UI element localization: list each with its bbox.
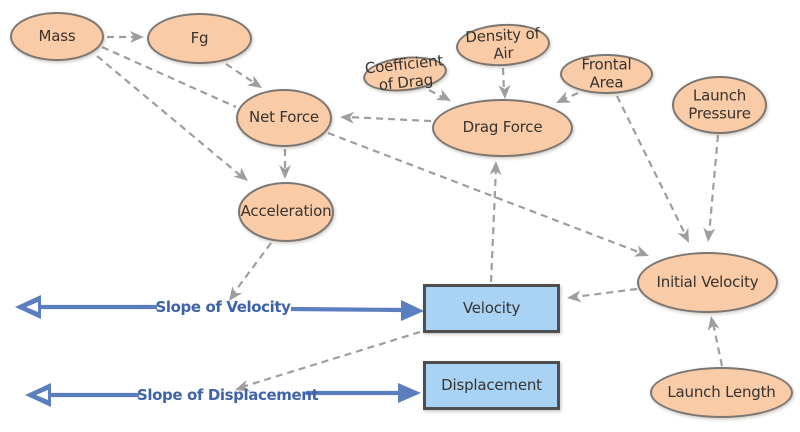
node-label: Acceleration xyxy=(240,202,332,221)
edge-drag-force-net-force[interactable] xyxy=(340,111,432,124)
arrowhead-icon xyxy=(703,227,716,242)
node-label: Mass xyxy=(38,26,76,45)
arrowhead-icon xyxy=(498,84,511,99)
node-displacement[interactable]: Displacement xyxy=(423,361,560,410)
arrowhead-icon xyxy=(567,290,582,303)
arrowhead-icon xyxy=(435,89,451,101)
edge-frontal-area-drag-force[interactable] xyxy=(553,91,579,109)
edge-net-force-initial-velocity[interactable] xyxy=(327,131,651,262)
node-label: Initial Velocity xyxy=(656,272,759,291)
node-label: Displacement xyxy=(441,375,542,394)
edge-mass-fg[interactable] xyxy=(107,31,144,43)
node-net-force[interactable]: Net Force xyxy=(236,89,332,147)
arrowhead-icon xyxy=(279,165,291,179)
edge-mass-net-force[interactable] xyxy=(101,45,237,109)
arrowhead-icon xyxy=(246,75,262,88)
node-frontal-area[interactable]: Frontal Area xyxy=(560,54,653,94)
edge-coefficient-of-drag-drag-force[interactable] xyxy=(428,89,454,106)
arrowhead-icon xyxy=(489,161,502,176)
node-fg[interactable]: Fg xyxy=(147,13,252,64)
arrowhead-icon xyxy=(677,227,689,243)
edge-launch-length-initial-velocity[interactable] xyxy=(705,315,724,367)
node-label: Launch Pressure xyxy=(688,86,751,122)
node-velocity[interactable]: Velocity xyxy=(423,284,560,333)
node-label: Drag Force xyxy=(462,118,543,137)
edge-mass-acceleration[interactable] xyxy=(96,55,252,186)
edge-density-of-air-drag-force[interactable] xyxy=(498,67,511,99)
node-mass[interactable]: Mass xyxy=(10,12,104,61)
edge-initial-velocity-velocity[interactable] xyxy=(566,287,638,304)
edge-velocity-drag-force[interactable] xyxy=(489,161,502,283)
node-label: Frontal Area xyxy=(581,55,632,91)
edge-launch-pressure-initial-velocity[interactable] xyxy=(702,134,720,243)
edge-fg-net-force[interactable] xyxy=(225,63,265,93)
arrow-slope-of-velocity-left[interactable] xyxy=(15,295,157,319)
node-launch-length[interactable]: Launch Length xyxy=(650,367,793,418)
arrowhead-notch-icon xyxy=(26,302,38,312)
edge-velocity-slope-of-displacement[interactable] xyxy=(233,330,421,396)
arrowhead-icon xyxy=(229,286,243,301)
node-label: Launch Length xyxy=(667,382,776,401)
arrowhead-icon xyxy=(633,245,649,257)
arrowhead-icon xyxy=(401,300,424,321)
edge-frontal-area-initial-velocity[interactable] xyxy=(616,95,694,246)
node-label: Net Force xyxy=(249,108,319,127)
arrowhead-notch-icon xyxy=(36,390,48,400)
arrow-slope-of-displacement-to-displacement[interactable] xyxy=(306,383,421,403)
arrow-slope-of-displacement-left[interactable] xyxy=(25,383,139,407)
node-initial-velocity[interactable]: Initial Velocity xyxy=(637,252,778,313)
arrowhead-icon xyxy=(233,167,248,181)
node-launch-pressure[interactable]: Launch Pressure xyxy=(672,76,767,134)
edge-net-force-acceleration[interactable] xyxy=(279,149,291,179)
node-label: Density of Air xyxy=(464,24,541,63)
node-acceleration[interactable]: Acceleration xyxy=(238,182,334,242)
arrowhead-icon xyxy=(340,111,355,124)
arrowhead-icon xyxy=(707,316,720,331)
arrowhead-icon xyxy=(130,31,144,43)
node-label: Velocity xyxy=(462,298,521,317)
node-label: Fg xyxy=(190,28,209,47)
node-drag-force[interactable]: Drag Force xyxy=(432,99,573,157)
arrowhead-icon xyxy=(398,383,421,403)
arrow-slope-of-velocity-to-velocity[interactable] xyxy=(290,300,424,321)
slope-of-displacement-label[interactable]: Slope of Displacement xyxy=(137,386,319,404)
arrowhead-icon xyxy=(556,91,572,103)
edge-acceleration-slope-of-velocity[interactable] xyxy=(224,242,272,305)
slope-of-velocity-label[interactable]: Slope of Velocity xyxy=(155,298,291,316)
arrowhead-icon xyxy=(235,379,251,392)
